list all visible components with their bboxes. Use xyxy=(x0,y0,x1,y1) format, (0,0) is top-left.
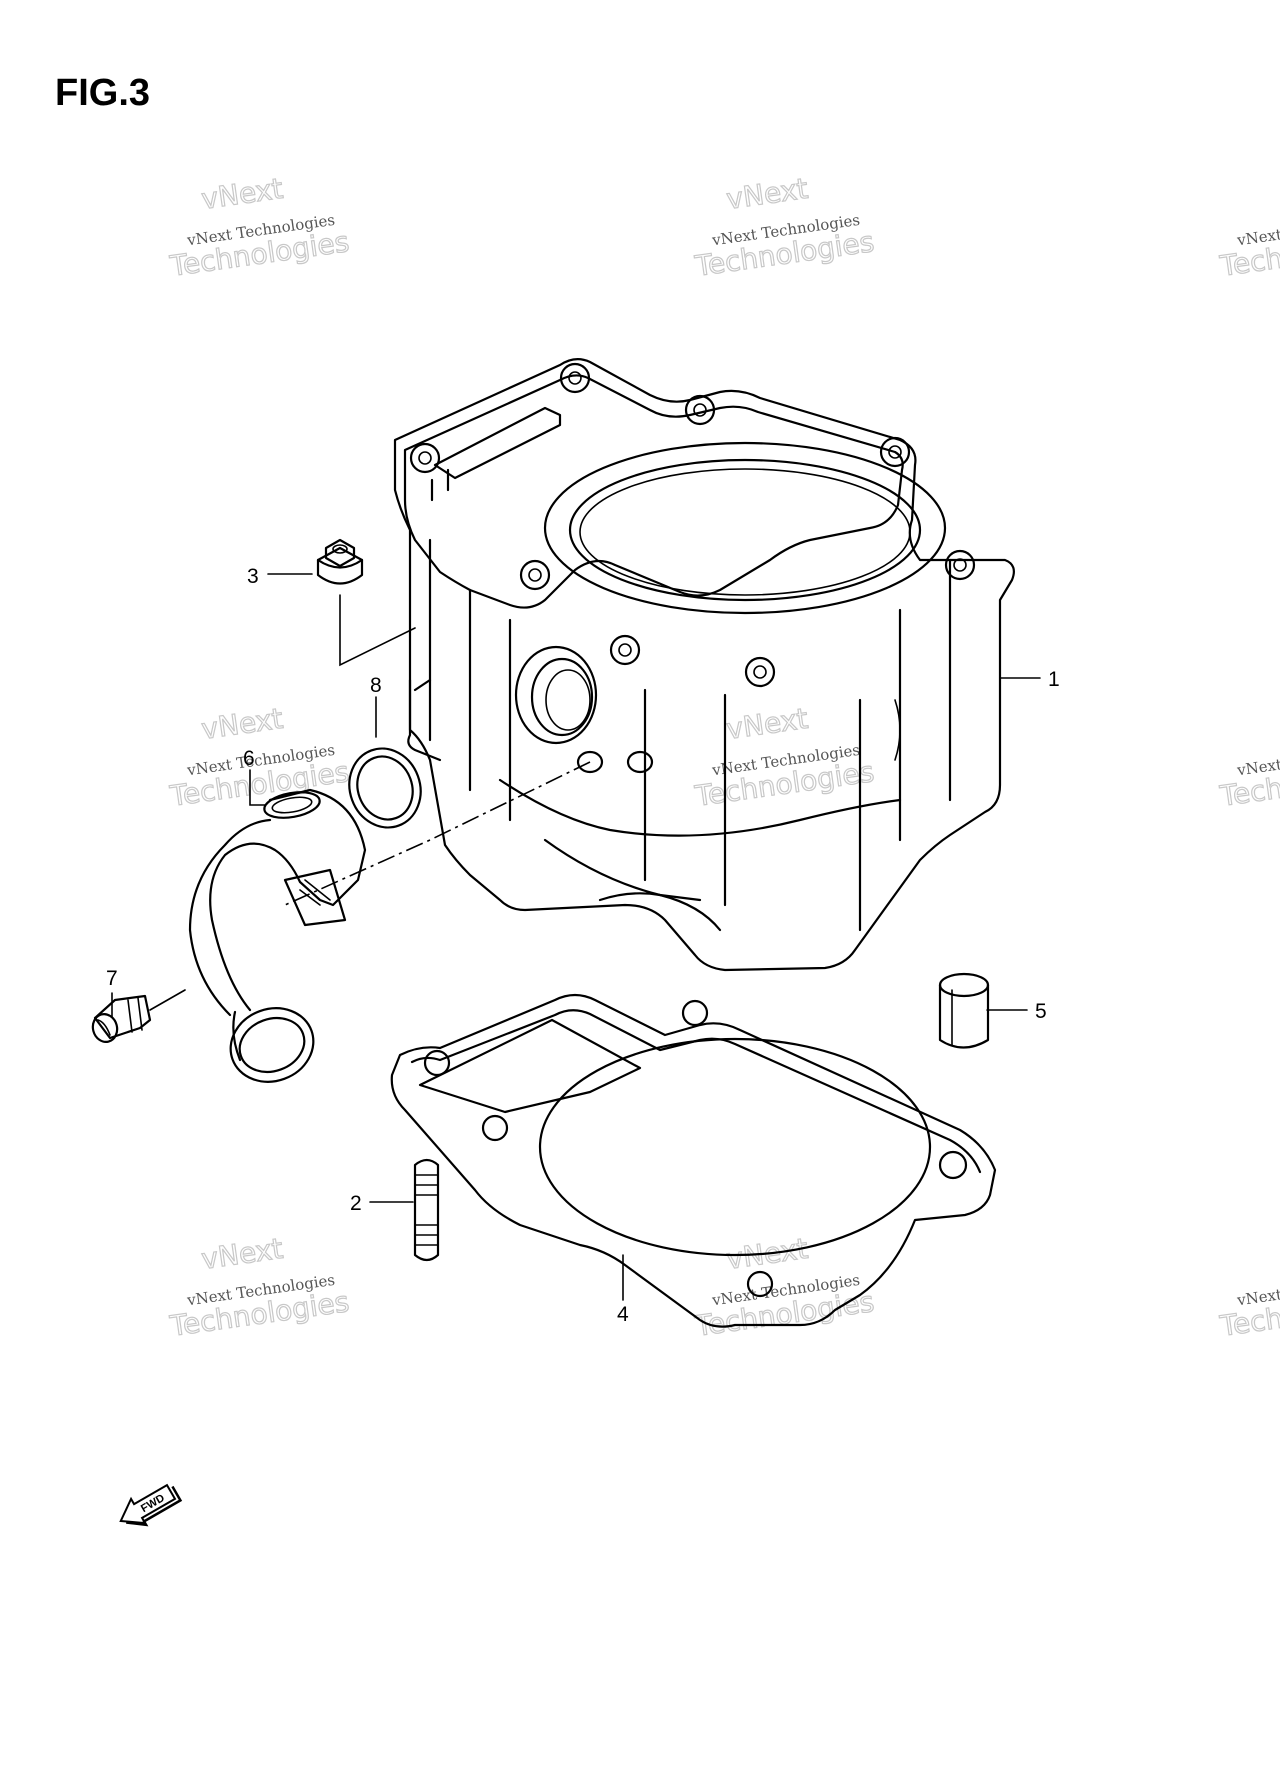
watermark-big-top: vNext xyxy=(199,172,285,216)
callout-4: 4 xyxy=(617,1303,629,1326)
callout-7: 7 xyxy=(106,967,118,990)
callout-5: 5 xyxy=(1035,1000,1047,1023)
watermark: vNext vNext Technologies Technologies xyxy=(167,1231,352,1343)
part-cylinder xyxy=(393,358,1015,972)
callout-3: 3 xyxy=(247,565,259,588)
part-stud-bolt xyxy=(413,1158,440,1262)
callout-6: 6 xyxy=(243,747,255,770)
callout-8: 8 xyxy=(370,674,382,697)
watermark: vNext vNext Technologies Technologies xyxy=(167,171,352,283)
watermarks: vNext vNext Technologies Technologies vN… xyxy=(167,171,1280,1344)
part-bolt xyxy=(91,994,152,1043)
part-dowel-pin xyxy=(938,972,990,1049)
part-o-ring xyxy=(348,747,422,829)
watermark-big-top: vNext xyxy=(199,1232,285,1276)
callout-1: 1 xyxy=(1048,668,1060,691)
figure-title: FIG.3 xyxy=(55,72,151,114)
part-gasket xyxy=(390,993,997,1328)
watermark: vNext vNext Technologies Technologies xyxy=(692,701,877,813)
watermark-big-top: vNext xyxy=(724,702,810,746)
callout-2: 2 xyxy=(350,1192,362,1215)
watermark-big-top: vNext xyxy=(724,172,810,216)
watermark: vNext Technologies Technologies xyxy=(1217,1271,1280,1344)
watermark: vNext Technologies Technologies xyxy=(1217,741,1280,814)
part-nut xyxy=(316,538,364,585)
fwd-arrow-icon: FWD xyxy=(119,1483,183,1527)
leader-bolt-to-hose xyxy=(149,989,186,1011)
watermark: vNext Technologies Technologies xyxy=(1217,211,1280,284)
watermark: vNext vNext Technologies Technologies xyxy=(692,171,877,283)
part-water-pipe xyxy=(188,788,367,1083)
watermark-big-top: vNext xyxy=(199,702,285,746)
leader-nut-to-stud xyxy=(339,594,416,667)
callout-leaders xyxy=(111,573,1041,1301)
watermark: vNext vNext Technologies Technologies xyxy=(167,701,352,813)
